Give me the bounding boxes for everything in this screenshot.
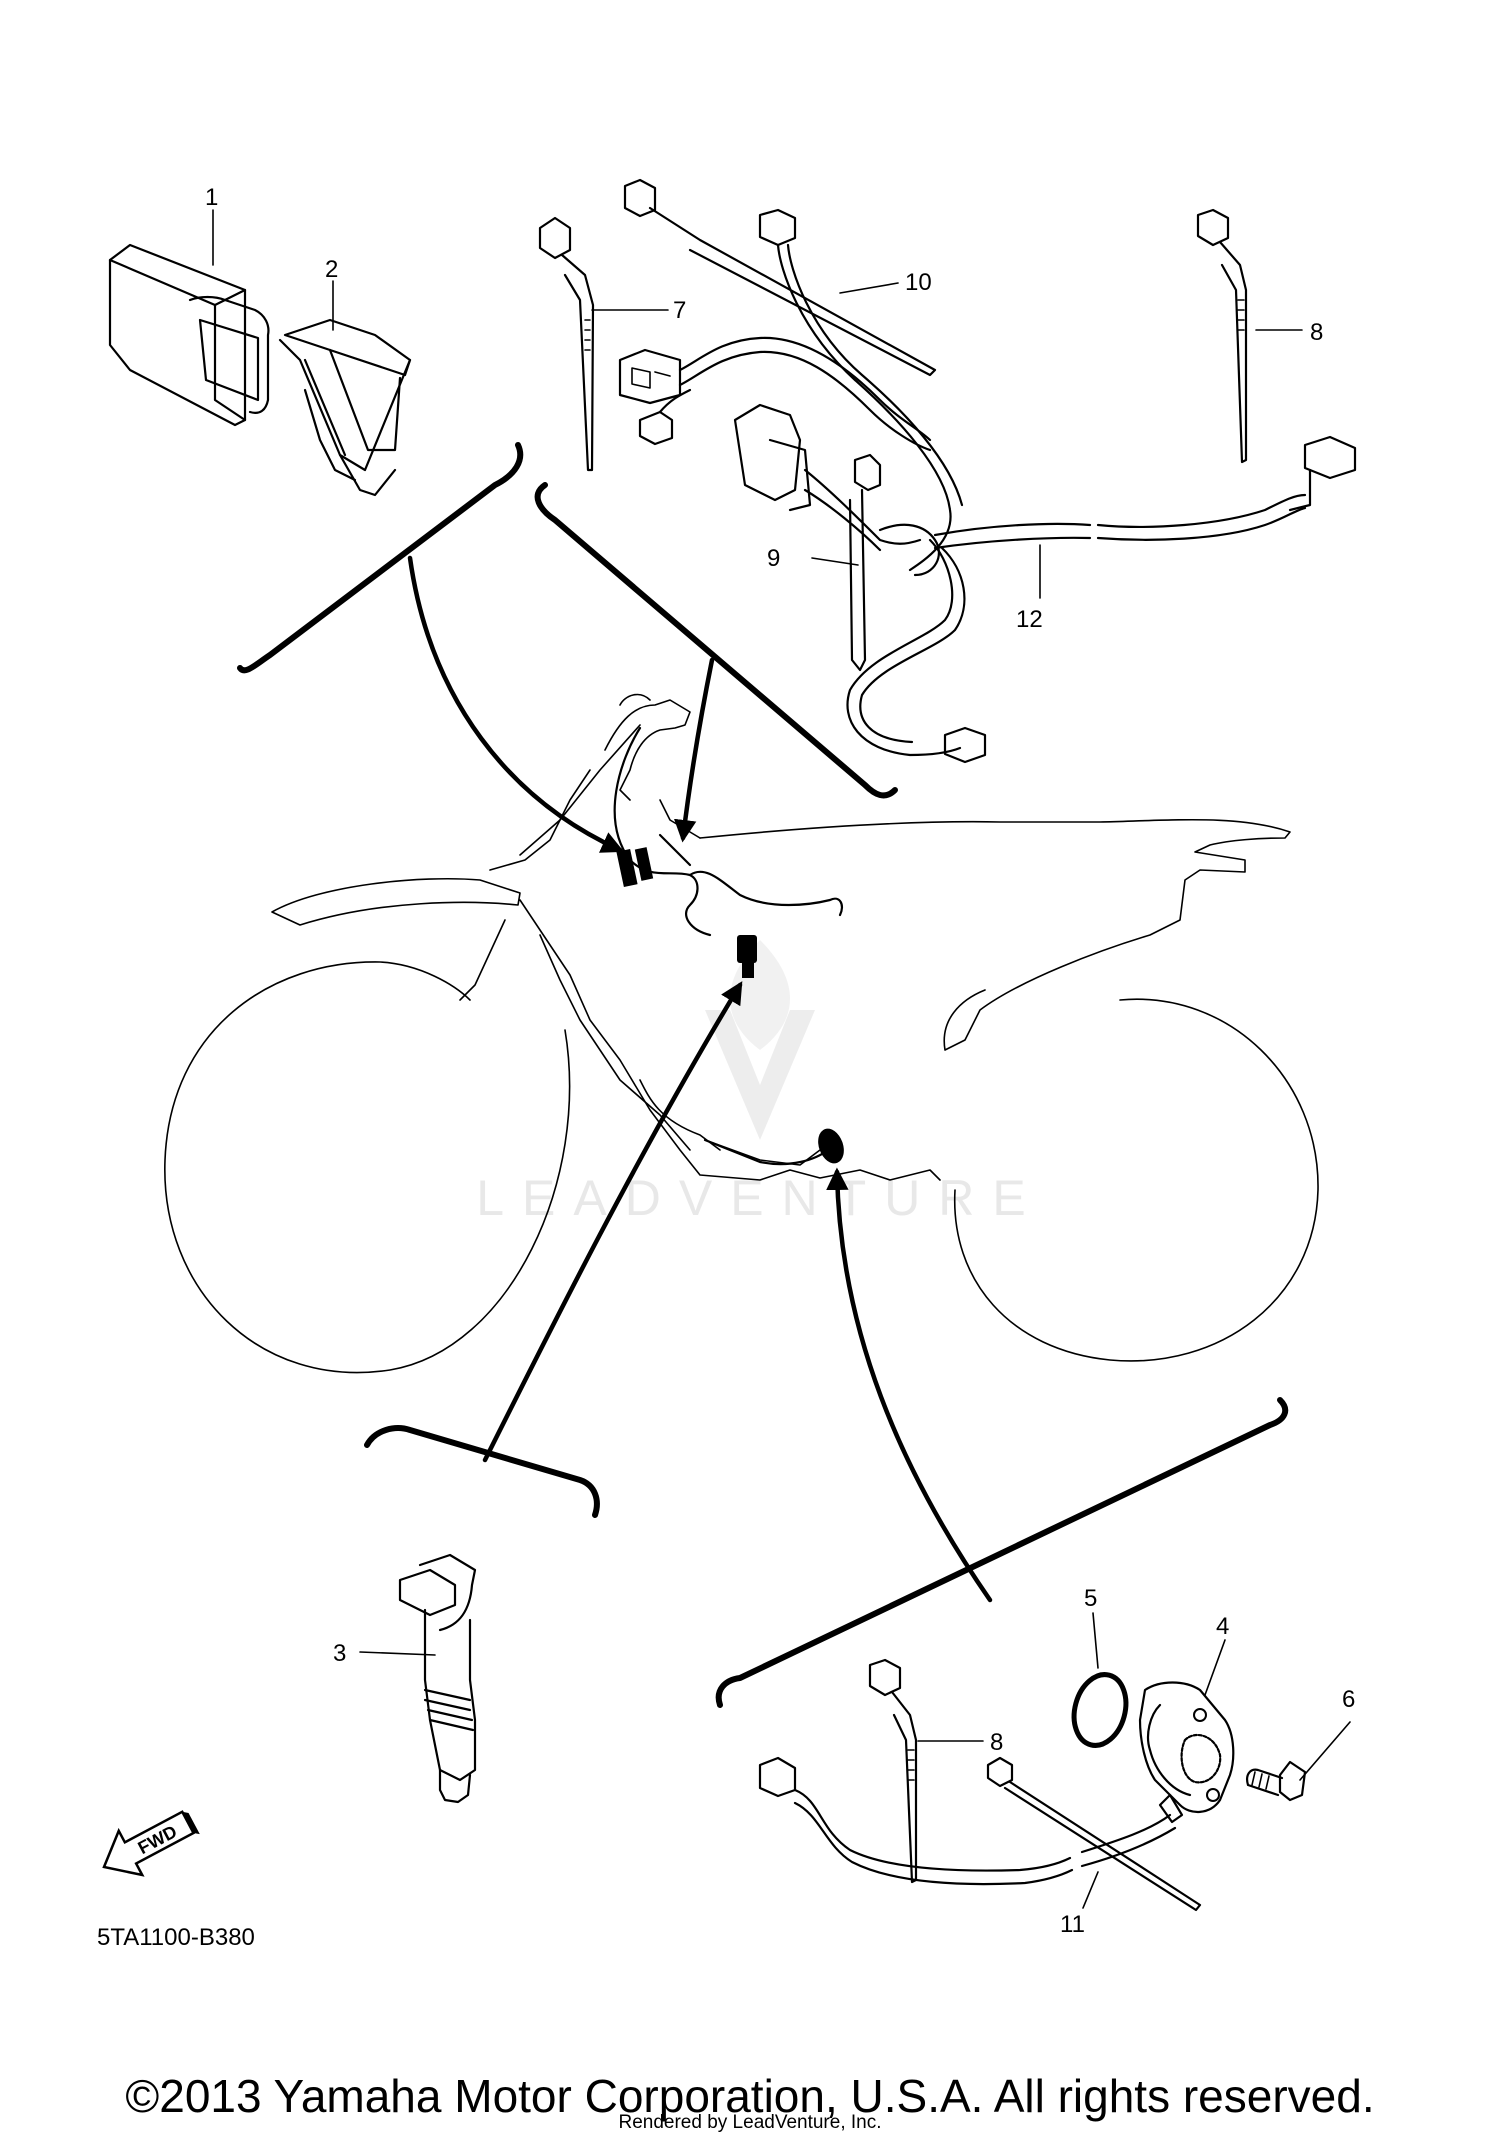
bike-wiring-harness [613,726,712,937]
seat-and-tank [699,818,1291,1051]
bracket-top-left [237,442,524,674]
callout-5: 5 [1084,1585,1097,1612]
leader-arrow-pickup [826,1167,993,1603]
callout-2: 2 [325,256,338,283]
wire-harness-group [538,178,1357,764]
callout-leaders [212,209,1351,1909]
callout-9: 9 [767,545,780,572]
pickup-coil-on-bike [818,1128,844,1164]
front-fender [271,878,521,926]
harness-11 [758,1756,797,1798]
bracket-top-right [534,482,898,799]
ignition-coil-on-bike [737,935,757,963]
ignition-coil [398,1553,477,1804]
rear-wheel [953,998,1319,1362]
o-ring [1071,1672,1129,1748]
harness-12 [933,493,1307,537]
ecu-unit [108,243,247,427]
callout-7: 7 [673,297,686,324]
motorcycle-outline [164,693,1319,1374]
callout-6: 6 [1342,1686,1355,1713]
handlebar [604,699,691,801]
cable-tie-10 [623,178,937,377]
copyright-notice: ©2013 Yamaha Motor Corporation, U.S.A. A… [125,2070,1375,2122]
callout-10: 10 [905,269,932,296]
pickup-group [758,1658,1307,1912]
pickup-coil [1138,1681,1235,1813]
watermark-text: LEADVENTURE [476,1170,1044,1226]
leader-arrow-coil [482,981,743,1463]
cable-tie-8-bottom [868,1658,918,1884]
callout-12: 12 [1016,606,1043,633]
rendered-by-credit: Rendered by LeadVenture, Inc. [618,2112,882,2133]
callout-4: 4 [1216,1613,1229,1640]
bracket-bottom-left [364,1425,600,1518]
fwd-arrow-icon: FWD [102,1810,200,1877]
bolt [1278,1760,1307,1802]
callout-3: 3 [333,1640,346,1667]
cable-tie-9 [848,453,882,672]
ecu-group [108,243,412,497]
diagram-code: 5TA1100-B380 [97,1924,255,1951]
bracket-bottom-right [715,1397,1289,1708]
front-wheel [164,961,571,1374]
front-forks [519,899,941,1181]
ecu-on-bike [616,848,638,888]
leader-arrow-harness [673,657,715,843]
callout-labels: 1 2 3 4 5 6 7 8 8 9 10 11 12 [205,184,1355,1938]
callout-11: 11 [1060,1911,1085,1938]
cable-tie-7 [538,216,595,472]
callout-1: 1 [205,184,218,211]
callout-8-bottom: 8 [990,1729,1003,1756]
cable-tie-8-top [1196,208,1248,464]
leader-arrow-ecu [407,555,625,853]
callout-8-top: 8 [1310,319,1323,346]
